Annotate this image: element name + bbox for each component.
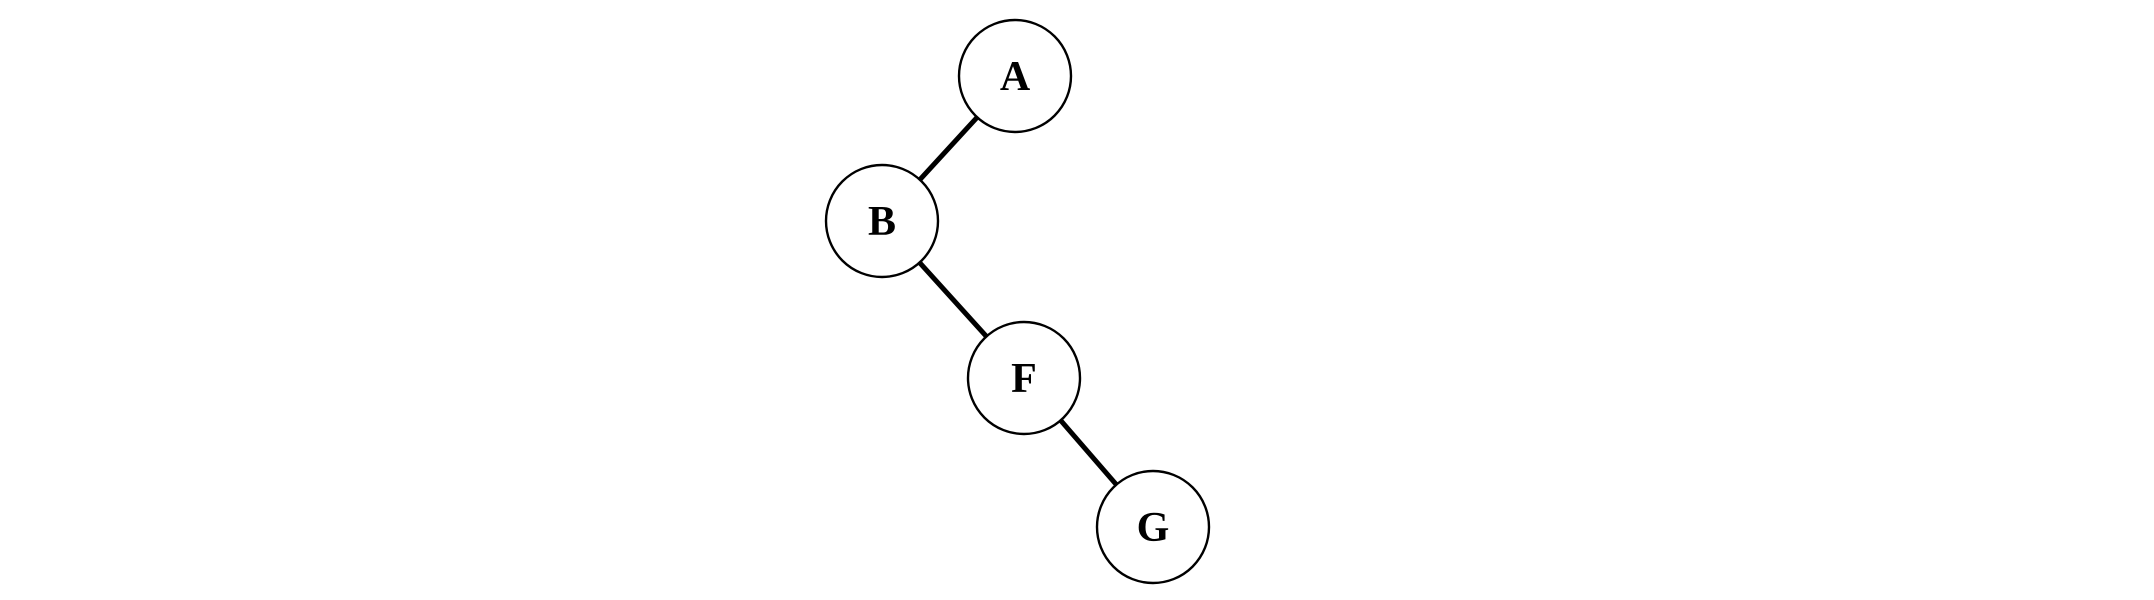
graph-node-circle-b[interactable] (824, 163, 940, 279)
node-layer: A B F G (824, 18, 1211, 585)
graph-node-circle-f[interactable] (966, 320, 1082, 436)
edge-layer (917, 115, 1119, 487)
graph-node-label-a: A (1000, 54, 1031, 100)
graph-node-a[interactable]: A (957, 18, 1073, 134)
graph-node-circle-a[interactable] (957, 18, 1073, 134)
graph-node-g[interactable]: G (1095, 469, 1211, 585)
graph-node-f[interactable]: F (966, 320, 1082, 436)
graph-edge-a-b (918, 115, 979, 182)
graph-node-b[interactable]: B (824, 163, 940, 279)
graph-edge-b-f (917, 260, 989, 339)
graph-node-label-f: F (1011, 356, 1037, 402)
graph-node-label-b: B (868, 199, 896, 245)
graph-node-circle-g[interactable] (1095, 469, 1211, 585)
graph-node-label-g: G (1137, 505, 1170, 551)
graph-edge-f-g (1058, 418, 1119, 487)
